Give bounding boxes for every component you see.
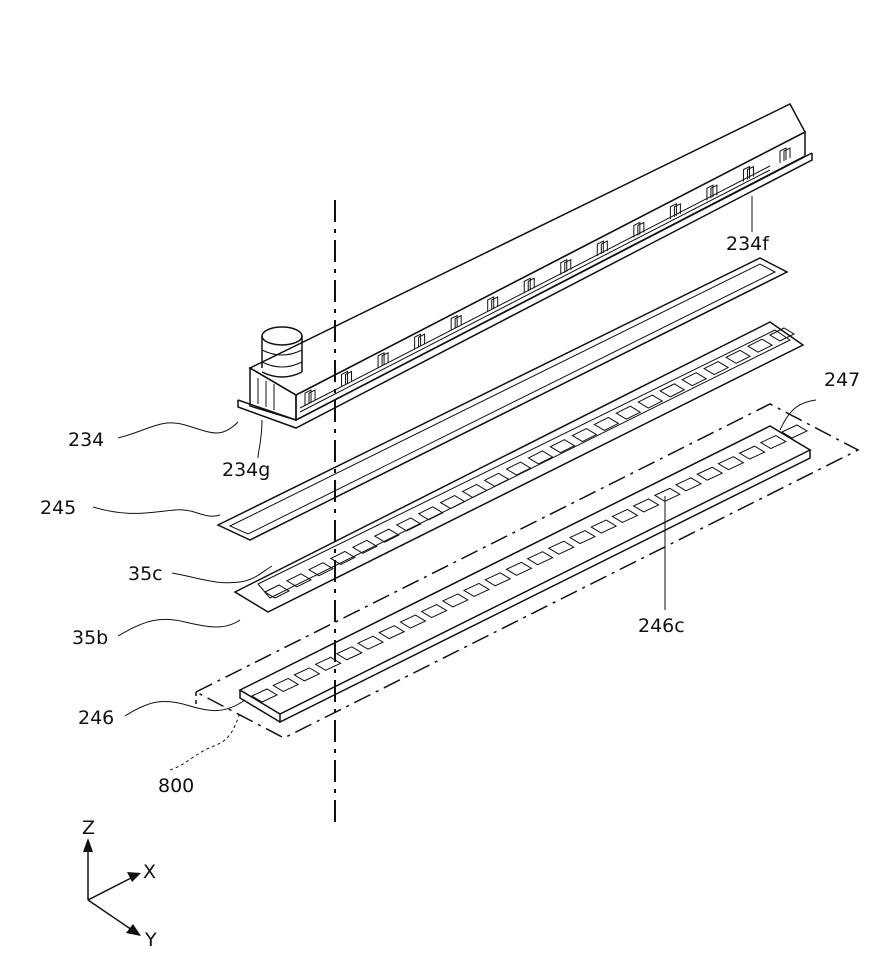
slot-35c <box>309 563 333 576</box>
slot-246c <box>422 605 447 618</box>
clip-234f <box>451 316 461 331</box>
slot-35c <box>485 473 509 486</box>
driver-clips-234f <box>305 148 790 405</box>
slot-246c <box>485 573 510 586</box>
label-234g: 234g <box>222 459 270 481</box>
slot-246c <box>634 499 659 512</box>
slot-246c <box>316 657 341 670</box>
slot-246c <box>612 509 637 522</box>
slot-35c <box>638 395 662 408</box>
slot-246c <box>549 541 574 554</box>
slot-35c <box>463 484 487 497</box>
label-245: 245 <box>40 497 76 519</box>
slot-35c <box>550 440 574 453</box>
slot-246c <box>400 615 425 628</box>
slot-246c <box>528 552 553 565</box>
slot-35c <box>287 574 311 587</box>
axis-y-label: Y <box>144 929 157 951</box>
label-246c: 246c <box>638 615 685 637</box>
axis-indicator <box>83 838 141 936</box>
label-35c: 35c <box>128 563 163 585</box>
gasket-frame-245 <box>218 258 787 540</box>
slot-35c <box>441 496 465 509</box>
slot-246c <box>718 457 743 470</box>
slot-246c <box>761 436 786 449</box>
nozzle-plate-35c <box>235 322 803 612</box>
clip-234f <box>488 297 498 312</box>
slot-246c <box>697 467 722 480</box>
slot-246c <box>655 488 680 501</box>
axis-z-label: Z <box>82 817 95 839</box>
label-35b: 35b <box>72 627 108 649</box>
slot-246c <box>294 668 319 681</box>
label-800: 800 <box>158 775 194 797</box>
label-247: 247 <box>824 369 860 391</box>
slot-35c <box>660 384 684 397</box>
clip-234f <box>780 148 790 163</box>
slot-246c <box>379 626 404 639</box>
slot-246c <box>506 562 531 575</box>
slot-35c <box>616 406 640 419</box>
slot-246c <box>591 520 616 533</box>
slot-246c <box>443 594 468 607</box>
leader-lines <box>93 196 816 770</box>
print-head-bar-234 <box>238 104 812 428</box>
slot-246c <box>358 636 383 649</box>
slot-246c <box>570 531 595 544</box>
slot-35c <box>594 417 618 430</box>
label-234: 234 <box>68 429 104 451</box>
clip-234f <box>524 278 534 293</box>
slot-35c <box>528 451 552 464</box>
slot-246c <box>337 647 362 660</box>
axis-x-label: X <box>143 861 156 883</box>
label-246: 246 <box>78 707 114 729</box>
enclosure-outline-35b <box>196 404 858 738</box>
slot-246c <box>273 678 298 691</box>
slot-246c <box>740 446 765 459</box>
slot-35c <box>507 462 531 475</box>
slot-35c <box>572 429 596 442</box>
slot-246c <box>676 478 701 491</box>
slot-246c <box>464 583 489 596</box>
label-234f: 234f <box>726 233 770 255</box>
